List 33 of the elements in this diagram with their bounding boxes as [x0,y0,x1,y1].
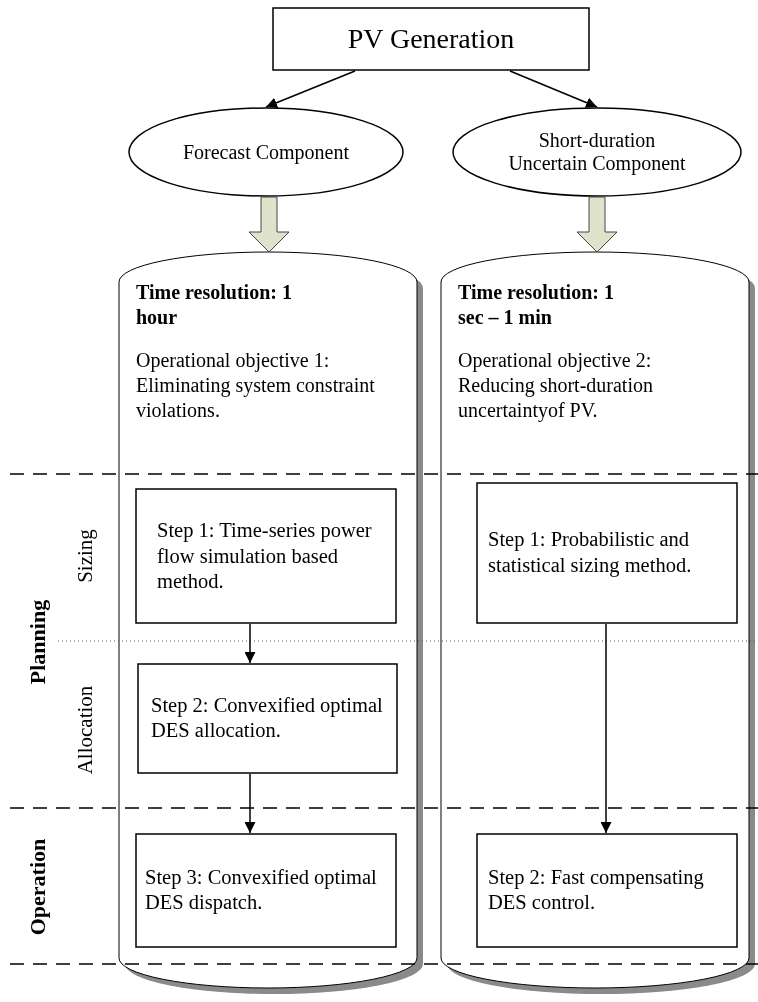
node-label: Step 2: Fast compensating DES control. [488,864,705,916]
objective-text: Operational objective 1: Eliminating system constraint violations. [136,348,376,423]
stage-label: Allocation [72,685,98,775]
node-label: Step 1: Probabilistic and statistical sizing method. [488,527,693,579]
step-box [476,833,738,948]
heading: Time resolution: 1 sec – 1 min [458,280,615,330]
block-arrow [576,196,618,253]
objective-text: Operational objective 2: Reducing short-duration uncertaintyof PV. [458,348,654,423]
block-arrow [248,196,290,253]
step-box [135,488,397,624]
step-box [135,833,397,948]
heading: Time resolution: 1 hour [136,280,293,330]
arrow [265,70,356,108]
arrow [244,623,256,664]
node-label: Step 3: Convexified optimal DES dispatch. [145,864,378,916]
node-label: Step 2: Convexified optimal DES allocation. [151,692,384,744]
arrow [509,70,598,108]
node-label: Step 1: Time-series power flow simulation based method. [157,517,373,594]
step-box [137,663,398,774]
component-ellipse [452,107,742,197]
phase-label: Planning [25,599,51,685]
process-box [272,7,590,71]
node-label: PV Generation [346,22,516,56]
phase-label: Operation [25,838,51,936]
node-label: Forecast Component [181,140,351,164]
component-ellipse [128,107,404,197]
column-panel [440,252,756,994]
step-box [476,482,738,624]
column-panel [118,252,424,994]
stage-label: Sizing [72,529,98,583]
arrow [244,773,256,834]
node-label: Short-duration Uncertain Component [507,129,687,175]
arrow [600,623,612,834]
